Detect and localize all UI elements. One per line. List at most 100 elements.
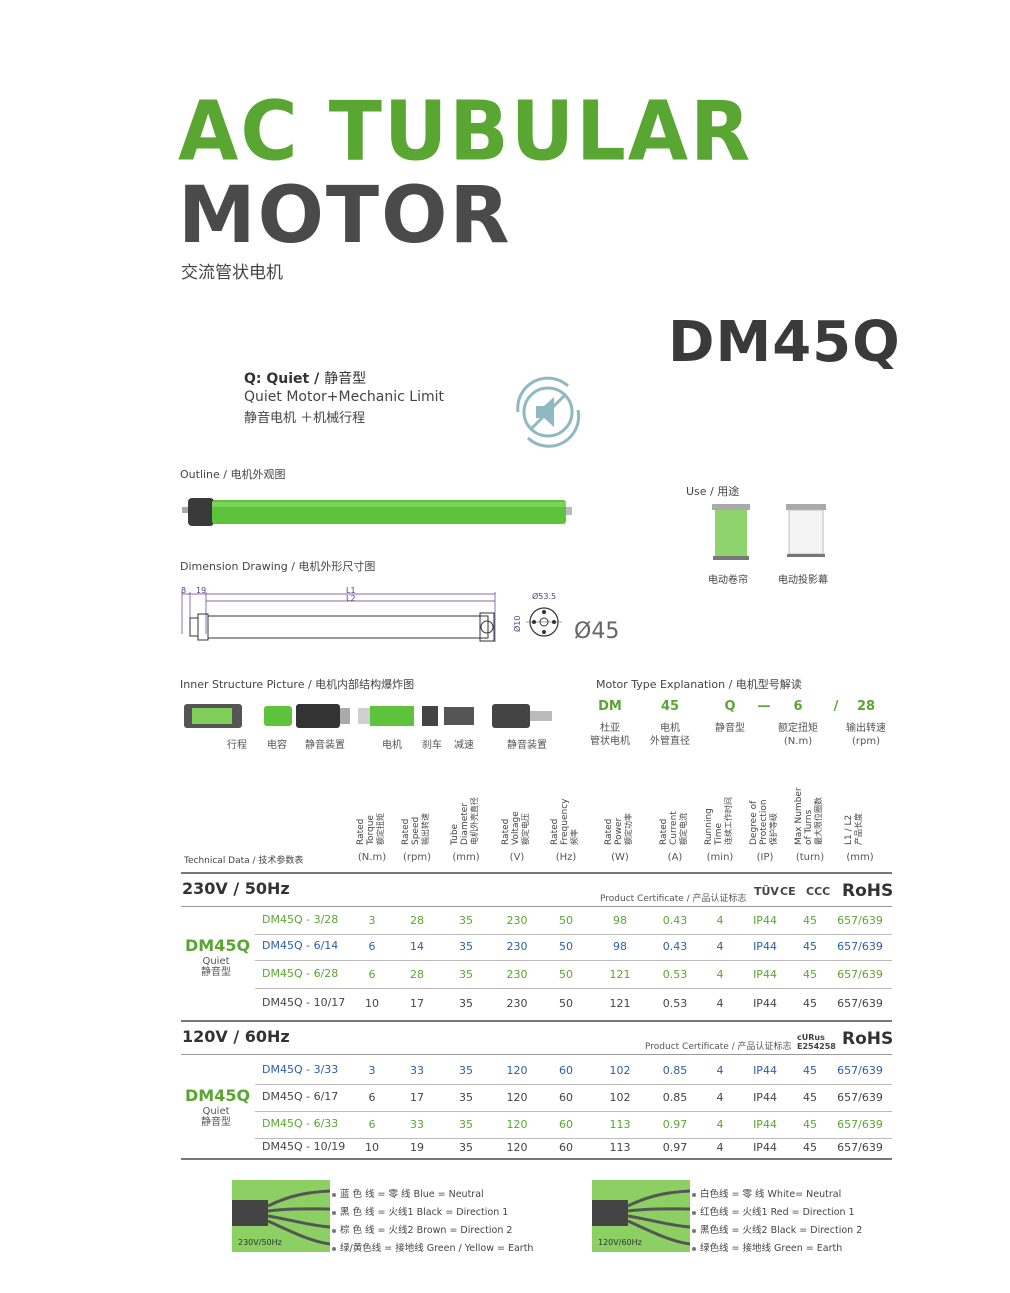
table-cell: 6 <box>368 940 376 953</box>
table-cell: 113 <box>609 1118 631 1131</box>
group-model: DM45Q <box>185 936 251 955</box>
section-use: Use / 用途 <box>686 485 740 498</box>
table-cell: 33 <box>410 1064 424 1077</box>
table-cell: 230 <box>506 997 528 1010</box>
table-cell: 6 <box>368 1118 376 1131</box>
table-cell: 45 <box>803 997 817 1010</box>
rohs-mark: RoHS <box>842 1029 894 1049</box>
table-cell: 98 <box>613 914 627 927</box>
group-quiet-cn: 静音型 <box>201 967 231 978</box>
table-cell: 35 <box>459 1091 473 1104</box>
title-line-1: AC TUBULAR <box>178 84 753 180</box>
column-unit: (N.m) <box>357 852 387 863</box>
table-cell: 45 <box>803 914 817 927</box>
wiring-voltage-tag: 120V/60Hz <box>598 1238 642 1247</box>
certificate-mark: CE <box>780 885 796 898</box>
part-label: 电机 <box>382 740 402 751</box>
column-unit: (mm) <box>846 852 874 863</box>
roller-blind-image <box>712 504 750 560</box>
wiring-line: 蓝 色 线 = 零 线 Blue = Neutral <box>332 1186 484 1200</box>
column-unit: (V) <box>509 852 525 863</box>
table-cell: 0.85 <box>662 1064 688 1077</box>
row-model: DM45Q - 6/28 <box>262 967 339 980</box>
table-cell: 102 <box>609 1064 631 1077</box>
group-title: 120V / 60Hz <box>182 1027 290 1046</box>
group-header-rule <box>181 906 892 907</box>
row-model: DM45Q - 3/33 <box>262 1063 339 1076</box>
table-cell: 35 <box>459 997 473 1010</box>
model-heading: DM45Q <box>668 310 901 375</box>
row-rule <box>255 960 892 961</box>
table-cell: 35 <box>459 1141 473 1154</box>
section-outline: Outline / 电机外观图 <box>180 468 286 481</box>
table-cell: 60 <box>559 1118 573 1131</box>
table-cell: 28 <box>410 914 424 927</box>
group-top-rule <box>181 872 892 874</box>
wiring-line: 绿/黄色线 = 接地线 Green / Yellow = Earth <box>332 1240 533 1254</box>
group-title: 230V / 50Hz <box>182 879 290 898</box>
table-cell: 50 <box>559 914 573 927</box>
certificate-mark: cURus E254258 <box>797 1033 836 1051</box>
table-cell: 17 <box>410 1091 424 1104</box>
wiring-line: 白色线 = 零 线 White= Neutral <box>692 1186 841 1200</box>
motor-type-code: 28 <box>856 699 876 714</box>
table-cell: IP44 <box>753 914 777 927</box>
table-cell: 19 <box>410 1141 424 1154</box>
column-unit: (IP) <box>756 852 774 863</box>
dim-d1: Ø53.5 <box>532 592 557 601</box>
dim-a: 8 <box>181 586 187 595</box>
row-model: DM45Q - 6/17 <box>262 1090 339 1103</box>
table-cell: 60 <box>559 1141 573 1154</box>
table-cell: 120 <box>506 1141 528 1154</box>
column-unit: (A) <box>667 852 683 863</box>
motor-type-code: / <box>833 699 839 714</box>
diameter-label: Ø45 <box>574 619 620 644</box>
quiet-line-2: Quiet Motor+Mechanic Limit <box>244 389 444 405</box>
table-cell: 10 <box>365 997 379 1010</box>
column-unit: (mm) <box>452 852 480 863</box>
rohs-mark: RoHS <box>842 881 894 901</box>
part-label: 静音装置 <box>305 740 345 751</box>
table-cell: 45 <box>803 1141 817 1154</box>
table-cell: 50 <box>559 940 573 953</box>
section-inner: Inner Structure Picture / 电机内部结构爆炸图 <box>180 678 415 691</box>
part-label: 刹车 <box>422 740 442 751</box>
table-cell: 0.43 <box>662 914 688 927</box>
table-cell: 121 <box>609 997 631 1010</box>
table-cell: 657/639 <box>837 1118 883 1131</box>
group-quiet: Quiet <box>202 1106 230 1117</box>
table-cell: 657/639 <box>837 1091 883 1104</box>
table-cell: 120 <box>506 1118 528 1131</box>
table-cell: IP44 <box>753 997 777 1010</box>
motor-type-code: 6 <box>793 699 803 714</box>
table-cell: 35 <box>459 968 473 981</box>
wiring-line: 红色线 = 火线1 Red = Direction 1 <box>692 1204 855 1218</box>
table-label: Technical Data / 技术参数表 <box>184 856 304 866</box>
table-cell: 98 <box>613 940 627 953</box>
table-cell: 657/639 <box>837 997 883 1010</box>
table-cell: 4 <box>716 997 724 1010</box>
dim-l1: L1 <box>346 586 356 595</box>
motor-type-label: 额定扭矩 (N.m) <box>778 723 818 747</box>
table-cell: 102 <box>609 1091 631 1104</box>
table-cell: 33 <box>410 1118 424 1131</box>
table-cell: IP44 <box>753 1118 777 1131</box>
table-cell: 121 <box>609 968 631 981</box>
dim-l2: L2 <box>346 594 356 603</box>
row-model: DM45Q - 10/19 <box>262 1140 346 1153</box>
table-cell: 113 <box>609 1141 631 1154</box>
table-cell: IP44 <box>753 940 777 953</box>
motor-type-label: 输出转速 (rpm) <box>846 723 886 747</box>
dimension-drawing <box>181 592 496 642</box>
table-cell: 45 <box>803 1091 817 1104</box>
table-cell: IP44 <box>753 968 777 981</box>
motor-type-code: DM <box>598 699 622 714</box>
row-rule <box>255 1084 892 1085</box>
use-item-projection-screen: 电动投影幕 <box>778 575 828 586</box>
